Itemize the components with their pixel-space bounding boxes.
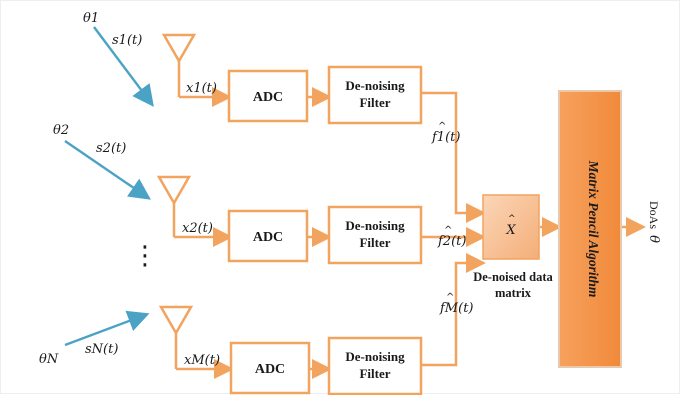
filter-output-m: fM(t) xyxy=(439,301,474,316)
adc-block-2 xyxy=(227,209,309,263)
output-label: DoAs xyxy=(647,201,661,229)
hat-mark-m: ^ xyxy=(446,292,454,303)
source-angle-1: θ1 xyxy=(83,11,99,26)
data-matrix-caption-2: matrix xyxy=(495,286,532,300)
filter-block-1 xyxy=(327,65,423,125)
source-signal-n: sN(t) xyxy=(85,342,118,357)
incident-ray-n xyxy=(64,310,150,347)
hat-mark-2: ^ xyxy=(444,225,452,236)
antenna-2 xyxy=(156,175,233,247)
source-angle-n: θN xyxy=(39,352,59,367)
antenna-m xyxy=(158,305,234,379)
filter-label-1b: Filter xyxy=(359,95,390,110)
source-signal-2: s2(t) xyxy=(96,141,126,156)
adc-block-1 xyxy=(227,69,309,123)
adc-label-1: ADC xyxy=(253,90,283,105)
filter-label-2b: Filter xyxy=(359,235,390,250)
filter-label-2a: De-noising xyxy=(345,218,405,233)
filter-output-1: f1(t) xyxy=(431,130,460,145)
adc-label-2: ADC xyxy=(253,230,283,245)
algorithm-label: Matrix Pencil Algorithm xyxy=(586,160,601,298)
data-matrix-symbol: X xyxy=(505,223,516,238)
incident-ray-1 xyxy=(93,26,154,107)
channel-input-m: xM(t) xyxy=(184,353,220,368)
antenna-1 xyxy=(161,33,232,107)
output-label-group: DoAs θ xyxy=(646,201,661,243)
algorithm-block xyxy=(558,90,622,368)
filter-block-2 xyxy=(327,205,423,265)
ellipsis: ⋮ xyxy=(132,241,158,271)
output-symbol: θ xyxy=(646,235,661,243)
channel-input-1: x1(t) xyxy=(186,81,217,96)
adc-label-m: ADC xyxy=(255,362,285,377)
filter-label-1a: De-noising xyxy=(345,78,405,93)
channel-input-2: x2(t) xyxy=(182,221,213,236)
incident-ray-2 xyxy=(64,140,151,200)
filter-block-m xyxy=(327,336,423,395)
filter-label-mb: Filter xyxy=(359,366,390,381)
adc-block-m xyxy=(229,341,311,395)
filter-output-wire-m xyxy=(422,253,486,367)
data-matrix-block xyxy=(482,194,540,260)
data-matrix-hat: ^ xyxy=(508,214,516,224)
filter-output-wire-1 xyxy=(422,91,486,223)
data-matrix-caption-1: De-noised data xyxy=(473,270,553,284)
filter-output-2: f2(t) xyxy=(437,234,466,249)
hat-mark-1: ^ xyxy=(438,121,446,132)
filter-label-ma: De-noising xyxy=(345,349,405,364)
source-signal-1: s1(t) xyxy=(112,33,142,48)
source-angle-2: θ2 xyxy=(53,123,69,138)
